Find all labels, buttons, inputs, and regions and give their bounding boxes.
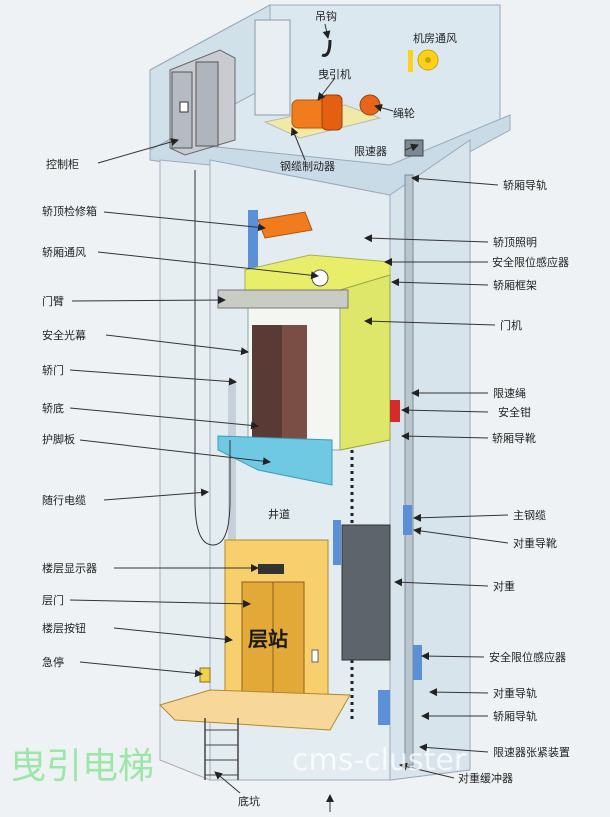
label-toe-guard: 护脚板 bbox=[42, 432, 75, 446]
label-car-vent: 轿厢通风 bbox=[42, 245, 86, 259]
label-tension-device: 限速器张紧装置 bbox=[493, 746, 570, 759]
label-traction-machine: 曳引机 bbox=[318, 67, 351, 81]
hall-door bbox=[224, 539, 329, 696]
label-shaft: 井道 bbox=[268, 507, 290, 521]
label-travel-cable: 随行电缆 bbox=[42, 493, 86, 507]
pit-ladder bbox=[204, 718, 239, 780]
label-car-frame: 轿厢框架 bbox=[493, 278, 537, 292]
label-main-rope: 主钢缆 bbox=[513, 509, 546, 522]
label-machine-room-vent: 机房通风 bbox=[413, 31, 457, 45]
label-emergency-stop: 急停 bbox=[42, 655, 64, 669]
label-car-floor: 轿底 bbox=[42, 401, 64, 415]
label-cwt-guide-rail: 对重导轨 bbox=[493, 686, 537, 700]
label-door-arm: 门臂 bbox=[42, 294, 64, 308]
label-safety-sensor-top: 安全限位感应器 bbox=[492, 255, 569, 269]
toe-guard bbox=[217, 435, 333, 486]
labels: 吊钩 机房通风 曳引机 绳轮 限速器 钢缆制动器 控制柜 轿厢导轨 轿顶检修箱 … bbox=[42, 9, 570, 808]
leader-lines bbox=[69, 23, 509, 812]
control-cabinet bbox=[169, 49, 236, 156]
vent-fan-icon bbox=[408, 49, 439, 72]
label-landing: 层站 bbox=[248, 627, 288, 651]
label-floor-button: 楼层按钮 bbox=[42, 621, 86, 635]
label-cwt-guide-shoe: 对重导靴 bbox=[513, 536, 557, 550]
label-car-door: 轿门 bbox=[42, 363, 64, 377]
label-door-machine: 门机 bbox=[500, 318, 522, 332]
car-guide-rails bbox=[228, 174, 414, 766]
label-car-top-box: 轿顶检修箱 bbox=[42, 204, 97, 218]
label-brake: 钢缆制动器 bbox=[280, 160, 335, 173]
landing-sill bbox=[159, 689, 351, 731]
label-counterweight: 对重 bbox=[493, 579, 515, 593]
watermark-en: cms-cluster bbox=[292, 743, 467, 778]
label-car-guide-rail: 轿厢导轨 bbox=[493, 709, 537, 723]
car-top-box bbox=[257, 211, 313, 239]
hook-icon bbox=[321, 39, 332, 57]
label-pit: 底坑 bbox=[238, 794, 260, 808]
label-safety-gear: 安全钳 bbox=[498, 405, 531, 419]
label-control-cabinet: 控制柜 bbox=[46, 157, 79, 171]
label-cwt-buffer: 对重缓冲器 bbox=[458, 771, 513, 785]
counterweight bbox=[333, 505, 422, 725]
label-car-guide-shoe: 轿厢导靴 bbox=[492, 431, 536, 445]
emergency-stop-switch bbox=[199, 667, 211, 683]
label-hall-door: 层门 bbox=[42, 593, 64, 607]
label-speed-rope: 限速绳 bbox=[493, 386, 526, 400]
elevator-car bbox=[217, 254, 400, 451]
label-car-guide-rail-top: 轿厢导轨 bbox=[503, 178, 547, 192]
watermark-cn: 曳引电梯 bbox=[10, 746, 154, 787]
label-car-top-light: 轿顶照明 bbox=[493, 235, 537, 249]
label-speed-limiter: 限速器 bbox=[354, 145, 387, 158]
label-hook: 吊钩 bbox=[315, 9, 337, 23]
label-floor-display: 楼层显示器 bbox=[42, 561, 97, 575]
label-light-curtain: 安全光幕 bbox=[42, 328, 86, 342]
label-safety-sensor-bottom: 安全限位感应器 bbox=[489, 650, 566, 664]
label-guide-wheel: 绳轮 bbox=[393, 106, 415, 120]
travel-cable bbox=[194, 170, 231, 546]
